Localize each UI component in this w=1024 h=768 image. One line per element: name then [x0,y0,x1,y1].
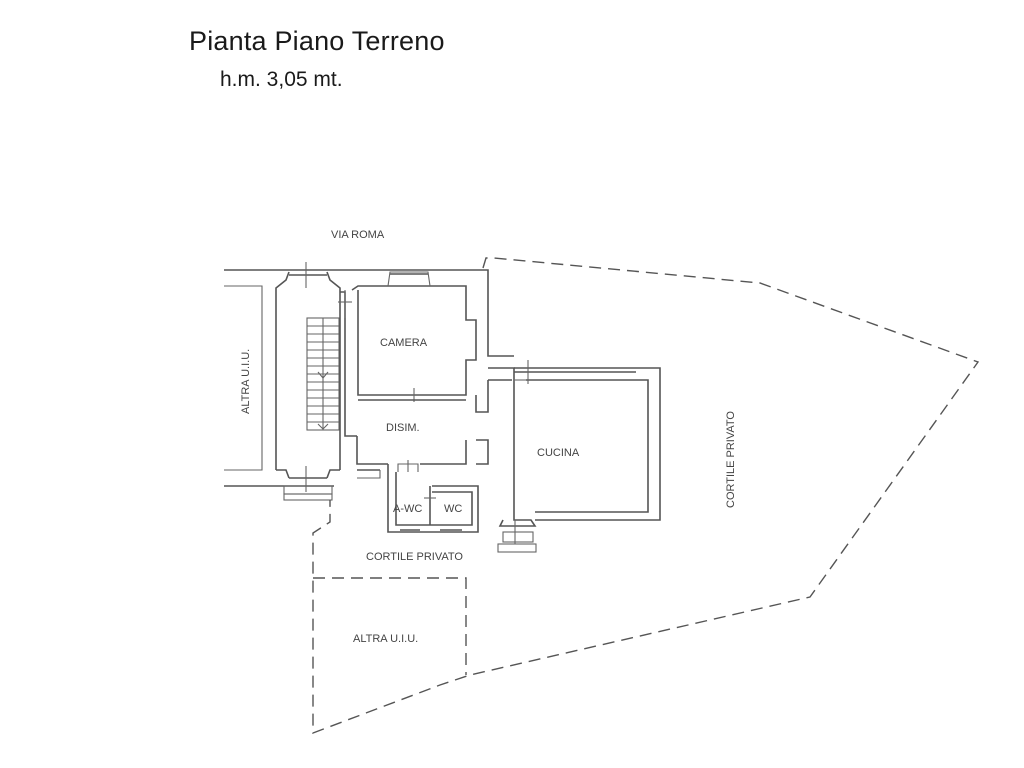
ceiling-height: h.m. 3,05 mt. [220,68,343,91]
room-cucina [488,360,661,553]
label-antibagno: A-WC [393,503,422,515]
stair-hall [275,262,341,501]
label-camera: CAMERA [380,337,428,349]
room-bathrooms [387,460,479,533]
partition-wall [338,290,357,470]
altra-uiu-west-block [224,285,263,471]
room-camera [351,271,477,402]
street-label: VIA ROMA [331,229,385,241]
label-altra-uiu-south: ALTRA U.I.U. [353,633,418,645]
label-bagno: WC [444,503,462,515]
label-cortile-south: CORTILE PRIVATO [366,551,463,563]
plan-title: Pianta Piano Terreno [189,26,445,56]
label-disimpegno: DISIM. [386,422,420,434]
outer-wall-east [475,269,514,465]
staircase [306,317,340,431]
label-cucina: CUCINA [537,447,580,459]
label-cortile-east: CORTILE PRIVATO [725,411,737,508]
room-disimpegno [356,399,467,479]
property-boundary [312,257,980,735]
label-altra-uiu-west: ALTRA U.I.U. [240,349,252,414]
